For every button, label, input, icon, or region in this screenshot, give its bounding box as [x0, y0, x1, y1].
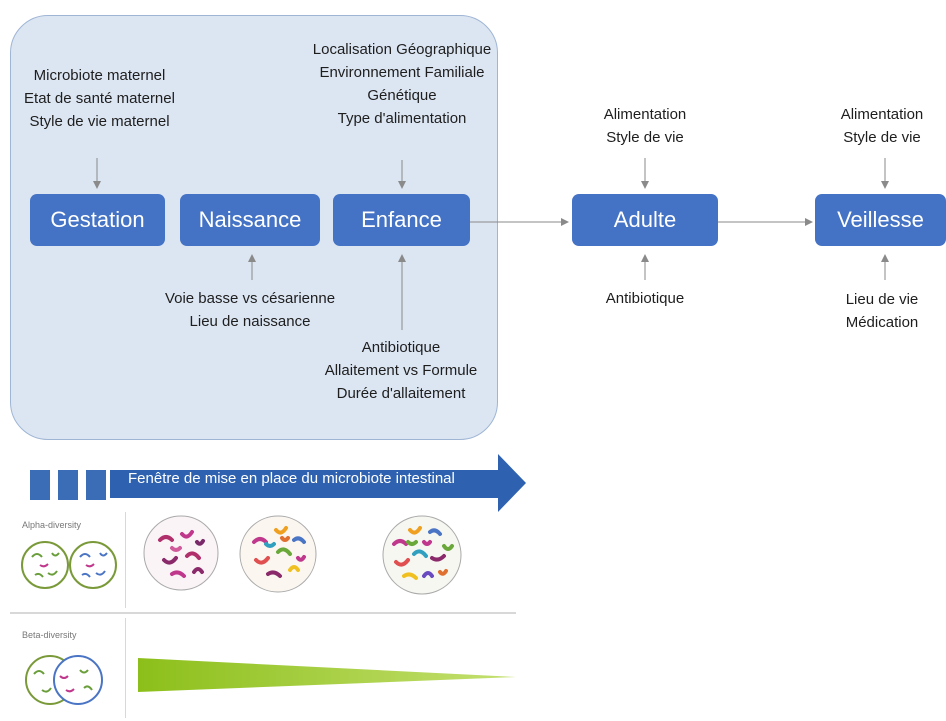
- factor-text: Style de vie: [843, 129, 921, 146]
- microbiota-circle-birth-icon: [143, 515, 219, 591]
- adulte-top-factors: Alimentation Style de vie: [580, 103, 710, 149]
- alpha-diversity-label: Alpha-diversity: [22, 520, 82, 530]
- factor-text: Antibiotique: [605, 290, 685, 307]
- microbiota-circle-childhood-icon: [382, 515, 462, 595]
- factor-text: Voie basse vs césarienne: [164, 290, 336, 307]
- window-arrow-label: Fenêtre de mise en place du microbiote i…: [128, 470, 455, 487]
- stage-veillesse: Veillesse: [815, 194, 946, 246]
- column-divider: [125, 618, 126, 718]
- enfance-top-factors: Localisation Géographique Environnement …: [302, 38, 502, 130]
- beta-diversity-circles-icon: [25, 655, 103, 705]
- factor-text: Lieu de naissance: [189, 313, 311, 330]
- microbiota-circle-infancy-icon: [239, 515, 317, 593]
- alpha-baseline-circles-icon: [21, 541, 117, 589]
- timeline-square: [30, 470, 50, 500]
- factor-text: Médication: [845, 314, 919, 331]
- beta-diversity-wedge: [138, 658, 516, 692]
- factor-text: Alimentation: [603, 106, 687, 123]
- stage-naissance: Naissance: [180, 194, 320, 246]
- column-divider: [125, 512, 126, 608]
- stage-adulte: Adulte: [572, 194, 718, 246]
- factor-text: Durée d'allaitement: [336, 385, 466, 402]
- factor-text: Allaitement vs Formule: [324, 362, 478, 379]
- veillesse-top-factors: Alimentation Style de vie: [818, 103, 946, 149]
- veillesse-bottom-factors: Lieu de vie Médication: [818, 288, 946, 334]
- factor-text: Lieu de vie: [845, 291, 919, 308]
- factor-text: Etat de santé maternel: [24, 90, 175, 107]
- timeline-square: [58, 470, 78, 500]
- naissance-factors: Voie basse vs césarienne Lieu de naissan…: [150, 287, 350, 333]
- timeline-square: [86, 470, 106, 500]
- stage-enfance: Enfance: [333, 194, 470, 246]
- row-divider: [10, 612, 516, 614]
- factor-text: Environnement Familiale: [319, 64, 485, 81]
- factor-text: Style de vie: [606, 129, 684, 146]
- factor-text: Microbiote maternel: [33, 67, 166, 84]
- factor-text: Localisation Géographique: [312, 41, 492, 58]
- adulte-bottom-factors: Antibiotique: [580, 287, 710, 310]
- beta-diversity-label: Beta-diversity: [22, 630, 77, 640]
- window-arrow: [110, 454, 526, 512]
- gestation-factors: Microbiote maternel Etat de santé matern…: [17, 64, 182, 133]
- factor-text: Style de vie maternel: [29, 113, 170, 130]
- factor-text: Antibiotique: [361, 339, 441, 356]
- enfance-bottom-factors: Antibiotique Allaitement vs Formule Duré…: [305, 336, 497, 405]
- factor-text: Type d'alimentation: [337, 110, 467, 127]
- factor-text: Alimentation: [840, 106, 924, 123]
- stage-gestation: Gestation: [30, 194, 165, 246]
- factor-text: Génétique: [367, 87, 437, 104]
